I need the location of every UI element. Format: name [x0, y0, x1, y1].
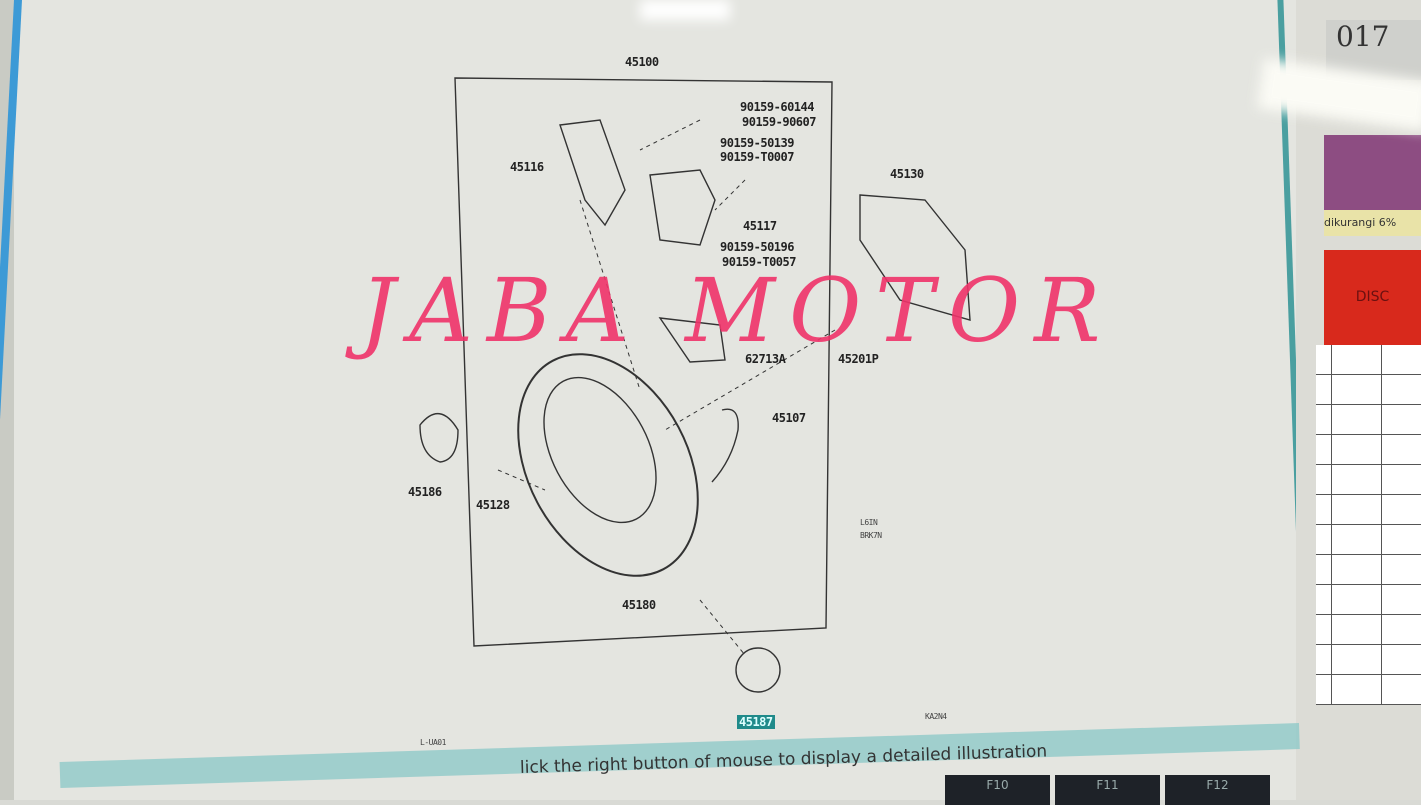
leader-lines [497, 119, 836, 656]
part-label[interactable]: 45128 [476, 498, 510, 512]
f10-key-button[interactable]: F10 [945, 775, 1050, 805]
steering-wheel-exploded-diagram [419, 77, 971, 693]
part-label[interactable]: 90159-T0007 [720, 150, 794, 164]
part-45130[interactable] [859, 194, 971, 321]
part-label[interactable]: 62713A [745, 352, 786, 366]
part-label[interactable]: 90159-90607 [742, 115, 816, 129]
header-band [1324, 135, 1421, 210]
part-45116[interactable] [559, 119, 626, 227]
steering-wheel-part[interactable] [482, 323, 734, 606]
footnote: L-UA01 [420, 738, 446, 747]
f11-key-button[interactable]: F11 [1055, 775, 1160, 805]
part-label[interactable]: 90159-50139 [720, 136, 794, 150]
steering-wheel-inner [543, 376, 657, 524]
part-label[interactable]: 45117 [743, 219, 777, 233]
part-label[interactable]: 90159-60144 [740, 100, 814, 114]
part-label[interactable]: 45116 [510, 160, 544, 174]
part-label[interactable]: 45201P [838, 352, 879, 366]
selected-part-label[interactable]: 45187 [737, 715, 775, 729]
spreadsheet-grid[interactable] [1316, 345, 1421, 705]
part-label[interactable]: 45100 [625, 55, 659, 69]
light-glare [640, 0, 730, 20]
part-label[interactable]: 90159-50196 [720, 240, 794, 254]
disc-header: DISC [1324, 250, 1421, 345]
part-45187[interactable] [735, 647, 781, 693]
part-label[interactable]: 45186 [408, 485, 442, 499]
part-45117[interactable] [649, 169, 716, 246]
part-45186[interactable] [419, 413, 459, 463]
assembly-frame [454, 77, 833, 647]
watermark: JABA MOTOR [360, 259, 1115, 362]
switch-part[interactable] [658, 317, 726, 363]
footnote: L6IN [860, 518, 878, 527]
parts-catalog-screen: 45100 90159-60144 90159-90607 90159-5013… [0, 0, 1320, 800]
part-label[interactable]: 45107 [772, 411, 806, 425]
part-label[interactable]: 45180 [622, 598, 656, 612]
footnote: KA2N4 [925, 712, 947, 721]
discount-note: dikurangi 6% [1324, 210, 1421, 236]
part-45107[interactable] [711, 408, 739, 483]
side-spreadsheet-window: 017 dikurangi 6% DISC [1296, 0, 1421, 800]
part-label[interactable]: 45130 [890, 167, 924, 181]
footnote: BRK7N [860, 531, 882, 540]
f12-key-button[interactable]: F12 [1165, 775, 1270, 805]
part-label[interactable]: 90159-T0057 [722, 255, 796, 269]
